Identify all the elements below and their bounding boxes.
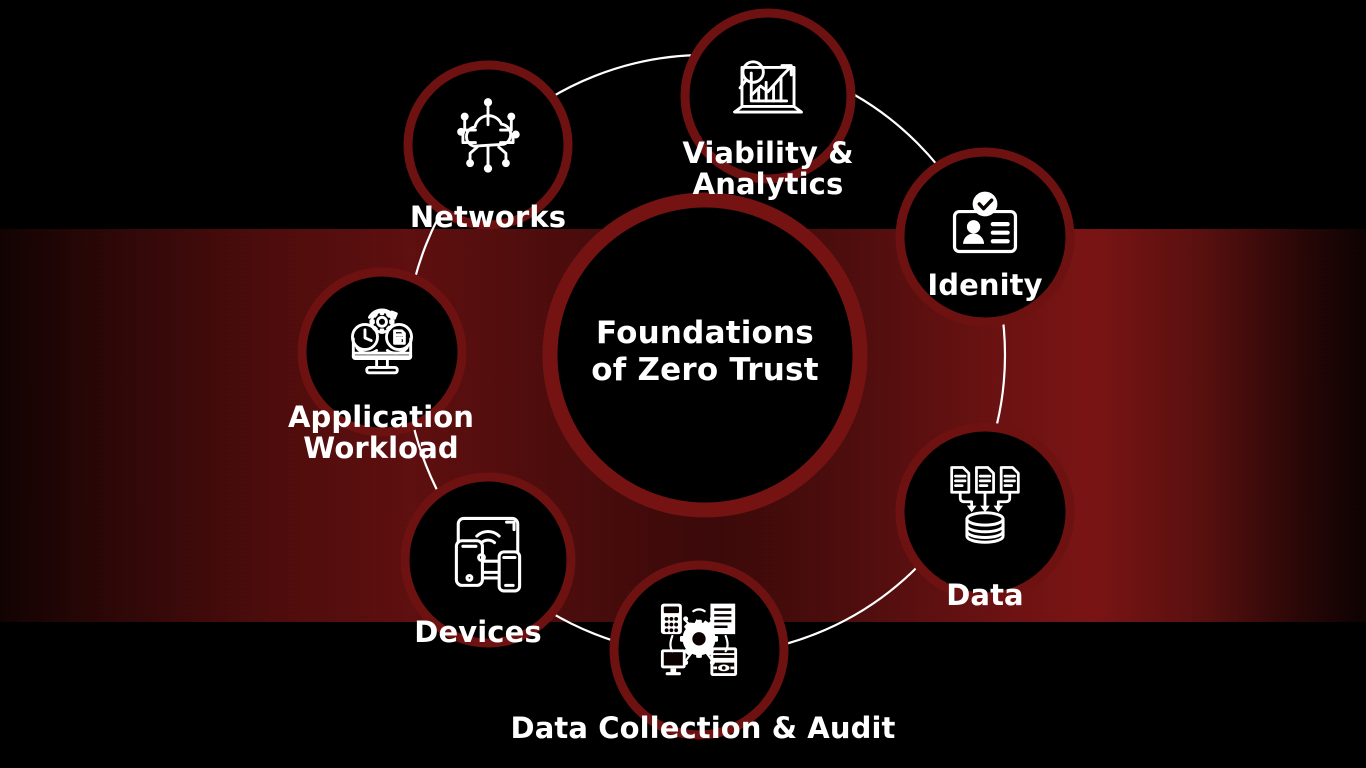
node-circle-ring bbox=[400, 472, 576, 648]
node-data[interactable] bbox=[895, 422, 1075, 602]
node-data-collection-audit[interactable] bbox=[609, 560, 789, 740]
node-networks[interactable] bbox=[403, 60, 573, 230]
node-circles-layer bbox=[297, 8, 1075, 740]
center-circle-group bbox=[542, 192, 868, 518]
node-circle-ring bbox=[895, 422, 1075, 602]
node-circle-ring bbox=[609, 560, 789, 740]
node-application-workload[interactable] bbox=[297, 267, 467, 437]
node-circle-ring bbox=[297, 267, 467, 437]
node-viability-analytics[interactable] bbox=[680, 8, 856, 184]
center-circle-ring bbox=[542, 192, 868, 518]
center-label: Foundations of Zero Trust bbox=[591, 315, 819, 388]
node-circle-fill bbox=[685, 13, 851, 179]
node-circle-fill bbox=[900, 152, 1070, 322]
node-circle-ring bbox=[680, 8, 856, 184]
node-idenity[interactable] bbox=[895, 147, 1075, 327]
center-circle-fill bbox=[550, 200, 860, 510]
node-circle-ring bbox=[895, 147, 1075, 327]
node-devices[interactable] bbox=[400, 472, 576, 648]
node-circle-ring bbox=[403, 60, 573, 230]
